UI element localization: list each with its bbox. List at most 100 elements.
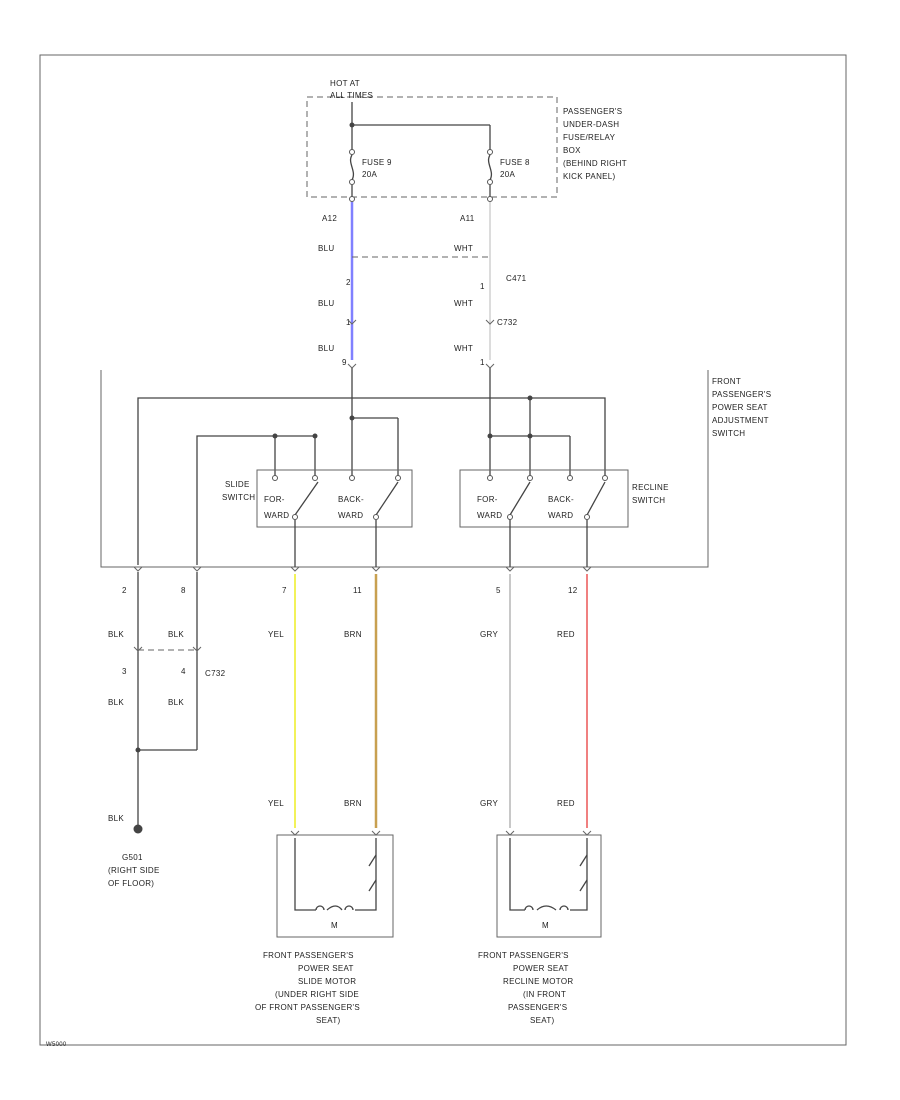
slide-backward-label-1: BACK-	[338, 495, 364, 504]
fuse-9: FUSE 9 20A	[349, 125, 392, 185]
pin-5: 5	[496, 586, 501, 595]
recline-motor-symbol: M	[542, 921, 549, 930]
slide-switch-label-1: SLIDE	[225, 480, 250, 489]
wire-wht-label-3: WHT	[454, 344, 473, 353]
recline-motor-name-3: RECLINE MOTOR	[503, 977, 573, 986]
recline-motor-name-4: (IN FRONT	[523, 990, 566, 999]
wire-blu-label-1: BLU	[318, 244, 334, 253]
wire-brn-label-1: BRN	[344, 630, 362, 639]
recline-motor-outline	[496, 834, 602, 938]
wire-blu-label-2: BLU	[318, 299, 334, 308]
wire-gry: GRY GRY	[480, 574, 511, 828]
fuse-box: HOT AT ALL TIMES PASSENGER'S UNDER-DASH …	[306, 79, 627, 202]
c732-pin-3: 3	[122, 667, 127, 676]
c732-pin-left: 1	[346, 318, 351, 327]
fuse-box-outline	[306, 96, 558, 198]
recline-motor: M FRONT PASSENGER'S POWER SEAT RECLINE M…	[478, 830, 602, 1025]
recline-switch-label-1: RECLINE	[632, 483, 669, 492]
pin-12: 12	[568, 586, 578, 595]
wire-blk-label-ground: BLK	[108, 814, 124, 823]
wire-blk-label-r1: BLK	[168, 630, 184, 639]
pin-2: 2	[122, 586, 127, 595]
switch-assembly-name-1: FRONT	[712, 377, 741, 386]
slide-motor-symbol: M	[331, 921, 338, 930]
ground-name-2: (RIGHT SIDE	[108, 866, 160, 875]
wire-wht-label-1: WHT	[454, 244, 473, 253]
c471-pin: 2	[346, 278, 351, 287]
fuse-8-label: FUSE 8	[500, 158, 530, 167]
switch-assembly-name-3: POWER SEAT	[712, 403, 768, 412]
wire-blk-label-l1: BLK	[108, 630, 124, 639]
c471-label: C471	[506, 274, 527, 283]
wire-gry-label-2: GRY	[480, 799, 498, 808]
slide-forward-label-2: WARD	[264, 511, 289, 520]
recline-switch	[459, 469, 629, 528]
wire-brn: BRN BRN	[344, 574, 378, 828]
footer-id: W5000	[46, 1042, 67, 1048]
c471-pin-right: 1	[480, 282, 485, 291]
wire-yel: YEL YEL	[268, 574, 296, 828]
wire-blu-label-3: BLU	[318, 344, 334, 353]
slide-motor: M FRONT PASSENGER'S POWER SEAT SLIDE MOT…	[255, 830, 394, 1025]
fuse-box-name-3: FUSE/RELAY	[563, 133, 616, 142]
slide-forward-label-1: FOR-	[264, 495, 285, 504]
fuse-box-name-5: (BEHIND RIGHT	[563, 159, 627, 168]
ground-name-3: OF FLOOR)	[108, 879, 154, 888]
recline-forward-label-2: WARD	[477, 511, 502, 520]
wire-blk-label-l2: BLK	[108, 698, 124, 707]
fuse-box-name-2: UNDER-DASH	[563, 120, 619, 129]
fuse-8-rating: 20A	[500, 170, 515, 179]
slide-switch	[256, 469, 413, 528]
wire-wht-label-2: WHT	[454, 299, 473, 308]
wire-red: RED RED	[557, 574, 588, 828]
switch-assembly-name-4: ADJUSTMENT	[712, 416, 769, 425]
slide-motor-outline	[276, 834, 394, 938]
wire-red-label-2: RED	[557, 799, 575, 808]
recline-backward-label-1: BACK-	[548, 495, 574, 504]
fuse-pin-left: A12	[322, 214, 337, 223]
wire-wht: WHT WHT WHT 1 C732 1	[454, 202, 518, 369]
slide-switch-label-2: SWITCH	[222, 493, 255, 502]
wire-yel-label-2: YEL	[268, 799, 284, 808]
slide-motor-name-1: FRONT PASSENGER'S	[263, 951, 354, 960]
recline-motor-name-1: FRONT PASSENGER'S	[478, 951, 569, 960]
pin-7: 7	[282, 586, 287, 595]
switch-pin-right-top: 1	[480, 358, 485, 367]
slide-backward-label-2: WARD	[338, 511, 363, 520]
ground-name-1: G501	[122, 853, 143, 862]
wire-red-label-1: RED	[557, 630, 575, 639]
hot-label-1: HOT AT	[330, 79, 360, 88]
c732-pin-4: 4	[181, 667, 186, 676]
switch-assembly: FRONT PASSENGER'S POWER SEAT ADJUSTMENT …	[100, 368, 771, 572]
wire-blu: BLU BLU BLU 2 1	[318, 202, 357, 369]
slide-motor-name-3: SLIDE MOTOR	[298, 977, 356, 986]
recline-backward-label-2: WARD	[548, 511, 573, 520]
fuse-8: FUSE 8 20A	[487, 149, 530, 185]
switch-assembly-name-2: PASSENGER'S	[712, 390, 771, 399]
recline-motor-name-5: PASSENGER'S	[508, 1003, 567, 1012]
c732-label-bottom: C732	[205, 669, 226, 678]
wire-blk-label-r2: BLK	[168, 698, 184, 707]
pin-11: 11	[353, 586, 362, 595]
hot-label-2: ALL TIMES	[330, 91, 373, 100]
wire-blk: BLK BLK 3 4 C732 BLK BLK BLK G501 (RIGHT…	[108, 572, 226, 888]
diagram-border	[39, 54, 847, 1046]
fuse-box-name-4: BOX	[563, 146, 581, 155]
recline-motor-name-2: POWER SEAT	[513, 964, 569, 973]
switch-assembly-name-5: SWITCH	[712, 429, 745, 438]
recline-motor-name-6: SEAT)	[530, 1016, 555, 1025]
wire-yel-label-1: YEL	[268, 630, 284, 639]
c732-label-top: C732	[497, 318, 518, 327]
fuse-box-name-1: PASSENGER'S	[563, 107, 622, 116]
recline-forward-label-1: FOR-	[477, 495, 498, 504]
switch-pin-left-top: 9	[342, 358, 347, 367]
slide-motor-name-4: (UNDER RIGHT SIDE	[275, 990, 359, 999]
slide-motor-name-6: SEAT)	[316, 1016, 341, 1025]
wire-brn-label-2: BRN	[344, 799, 362, 808]
wire-gry-label-1: GRY	[480, 630, 498, 639]
recline-switch-label-2: SWITCH	[632, 496, 665, 505]
pin-8: 8	[181, 586, 186, 595]
slide-motor-name-5: OF FRONT PASSENGER'S	[255, 1003, 360, 1012]
fuse-box-name-6: KICK PANEL)	[563, 172, 616, 181]
